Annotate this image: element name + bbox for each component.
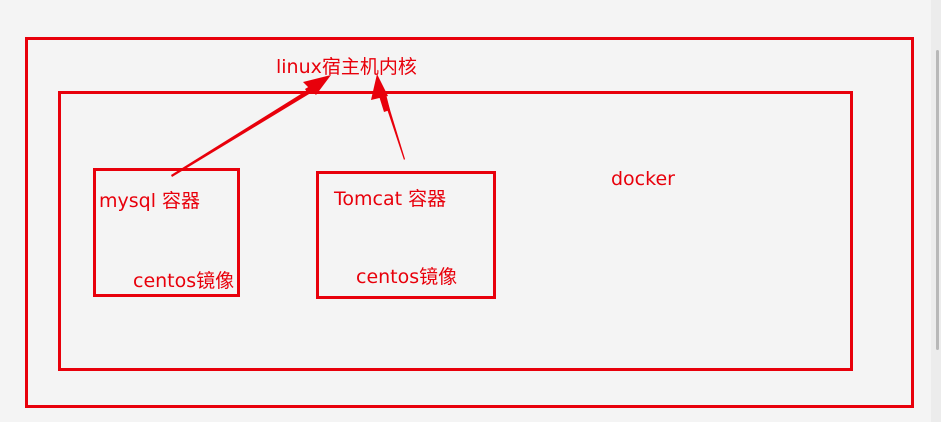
tomcat-image-label: centos镜像 <box>356 266 458 288</box>
mysql-container-label: mysql 容器 <box>99 190 201 212</box>
tomcat-container-label: Tomcat 容器 <box>334 188 447 210</box>
mysql-image-label: centos镜像 <box>133 270 235 292</box>
docker-label: docker <box>611 168 675 190</box>
mysql-to-kernel-arrow <box>171 75 331 177</box>
tomcat-to-kernel-arrow <box>371 74 405 160</box>
scrollbar-thumb[interactable] <box>936 50 939 350</box>
mysql-container-box <box>93 168 240 297</box>
docker-box <box>58 91 853 371</box>
host-kernel-box <box>25 37 914 408</box>
host-kernel-label: linux宿主机内核 <box>276 56 417 78</box>
tomcat-container-box <box>316 171 496 299</box>
